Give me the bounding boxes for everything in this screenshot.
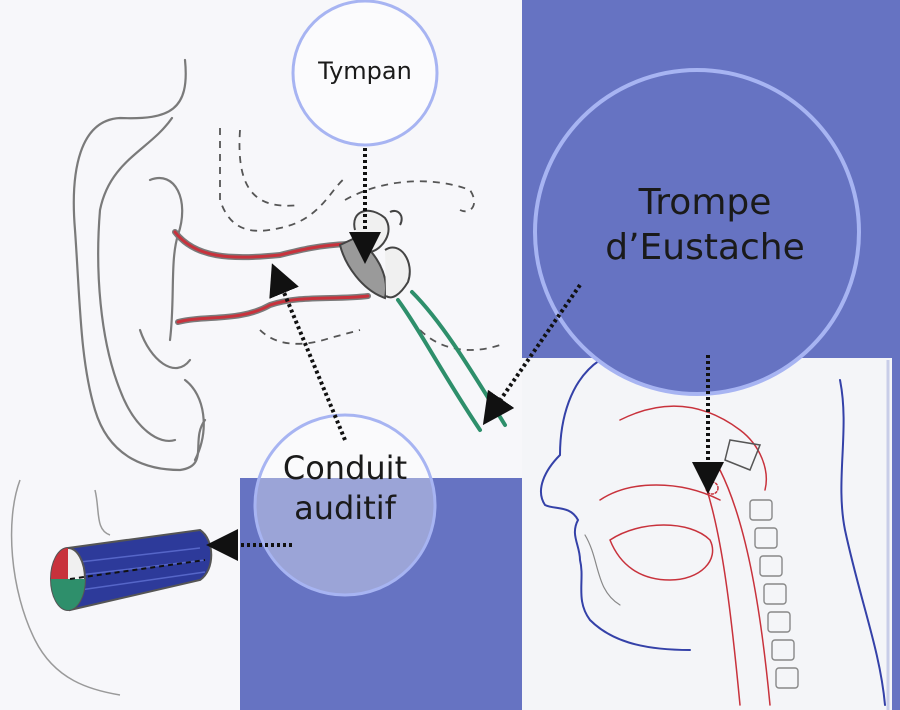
conduit-arrow: [269, 263, 347, 441]
conduit-label-line1: Conduit: [282, 449, 408, 487]
ear-sketch-panel: [0, 0, 522, 478]
trompe-circle: [533, 68, 861, 396]
canal-cross-section: [10, 479, 213, 696]
trompe-label-line1: Trompe: [638, 182, 772, 223]
conduit-label: Conduit auditif: [250, 448, 440, 528]
pinna-outline: [72, 58, 207, 472]
trompe-label: Trompe d’Eustache: [560, 180, 850, 270]
tympan-label: Tympan: [318, 57, 412, 85]
head-profile: [540, 359, 886, 706]
ear-canal: [172, 229, 371, 325]
trompe-label-line2: d’Eustache: [605, 227, 805, 268]
tympan-circle: [291, 0, 439, 147]
conduit-label-line2: auditif: [294, 489, 396, 527]
conduit-circle: [253, 413, 437, 597]
trompe-arrow: [482, 283, 582, 426]
pointer-arrows: [206, 148, 724, 561]
